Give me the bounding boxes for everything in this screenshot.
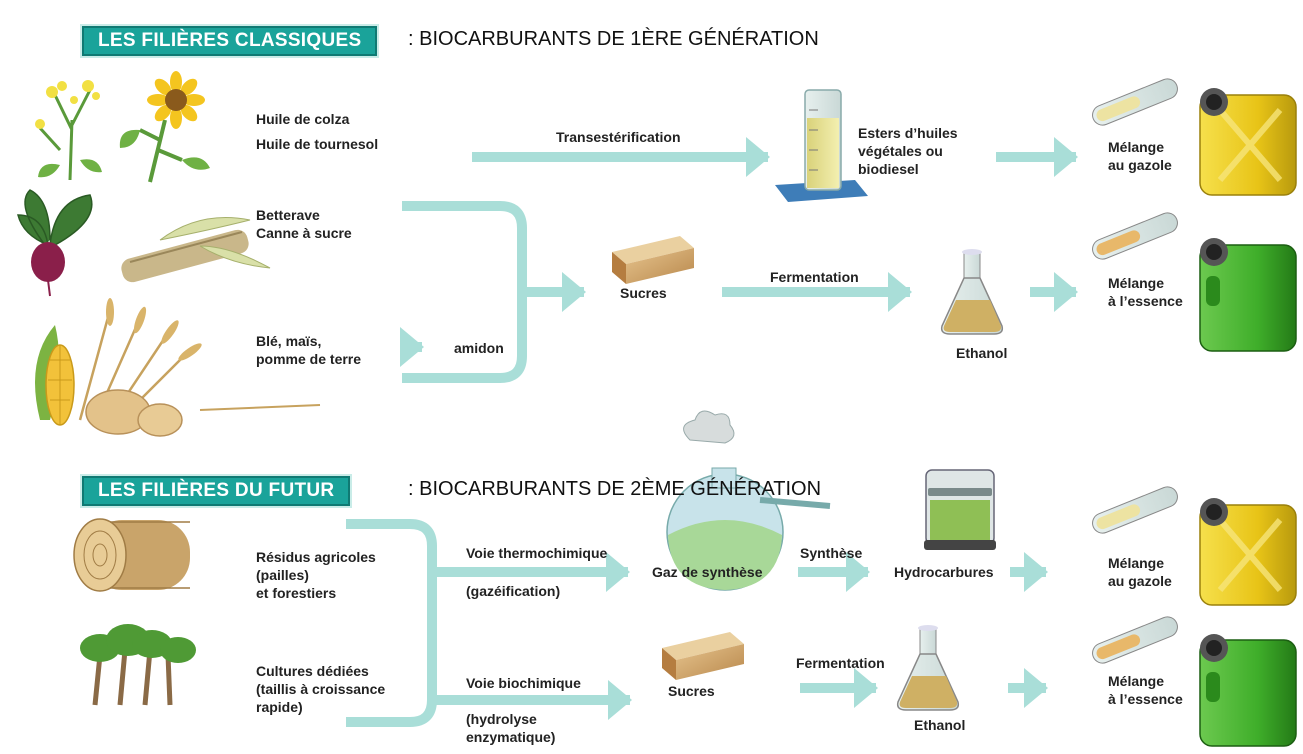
label-crops: Cultures dédiées (taillis à croissance r… [256, 663, 386, 715]
label-biochemical: Voie biochimique [466, 675, 581, 691]
wheat-corn-potato-icon [35, 298, 321, 437]
jerrycan-icon [1199, 498, 1297, 606]
bracket-sugar-starch [402, 201, 586, 383]
label-hydrocarbons: Hydrocarbures [894, 564, 994, 580]
sugar-cube-icon [612, 236, 694, 284]
label-sugars-2: Sucres [668, 683, 715, 699]
erlenmeyer-flask-icon [940, 249, 1004, 335]
straw-bale-icon [73, 518, 190, 592]
erlenmeyer-flask-icon [896, 625, 960, 711]
jerrycan-icon [1199, 238, 1297, 352]
label-esters: Esters d’huiles végétales ou biodiesel [858, 125, 958, 177]
label-fermentation-1: Fermentation [770, 269, 859, 285]
label-ethanol-2: Ethanol [914, 717, 966, 733]
test-tube-icon [1092, 486, 1178, 534]
test-tube-icon [1092, 616, 1178, 664]
section2-subtitle: : BIOCARBURANTS DE 2ÈME GÉNÉRATION [408, 478, 822, 500]
section2-badge: LES FILIÈRES DU FUTUR [82, 476, 351, 506]
label-mix-diesel-2: Mélange au gazole [1108, 555, 1172, 589]
jerrycan-icon [1199, 634, 1297, 747]
sugarcane-icon [121, 217, 271, 283]
label-transesterification: Transestérification [556, 129, 681, 145]
label-starch-crops: Blé, maïs, pomme de terre [256, 333, 362, 367]
label-oils: Huile de colza Huile de tournesol [256, 111, 379, 152]
label-hydrolysis: (hydrolyse enzymatique) [466, 711, 556, 745]
label-sugars-1: Sucres [620, 285, 667, 301]
label-residues: Résidus agricoles (pailles) et forestier… [256, 549, 376, 601]
test-tube-icon [1092, 78, 1178, 126]
test-tube-icon [1092, 212, 1178, 260]
section1-badge: LES FILIÈRES CLASSIQUES [82, 26, 378, 56]
beetroot-icon [17, 189, 93, 297]
rapeseed-plant-icon [35, 80, 102, 181]
jerrycan-icon [1199, 88, 1297, 196]
sunflower-icon [119, 71, 210, 183]
label-starch: amidon [454, 340, 504, 356]
sugar-cube-icon [662, 632, 744, 680]
section1-subtitle: : BIOCARBURANTS DE 1ÈRE GÉNÉRATION [408, 28, 819, 50]
label-syngas: Gaz de synthèse [652, 564, 763, 580]
label-thermochemical: Voie thermochimique [466, 545, 608, 561]
label-mix-diesel-1: Mélange au gazole [1108, 139, 1172, 173]
bracket-residues-crops [346, 519, 632, 727]
label-sugar-crops: Betterave Canne à sucre [256, 207, 352, 241]
gasifier-flask-icon [666, 410, 831, 591]
label-fermentation-2: Fermentation [796, 655, 885, 671]
reactor-icon [924, 469, 996, 550]
label-synthesis: Synthèse [800, 545, 863, 561]
label-gasification: (gazéification) [466, 583, 561, 599]
coppice-trees-icon [80, 624, 196, 706]
label-ethanol-1: Ethanol [956, 345, 1008, 361]
graduated-cylinder-icon [775, 89, 868, 202]
label-mix-petrol-2: Mélange à l’essence [1108, 673, 1183, 707]
label-mix-petrol-1: Mélange à l’essence [1108, 275, 1183, 309]
